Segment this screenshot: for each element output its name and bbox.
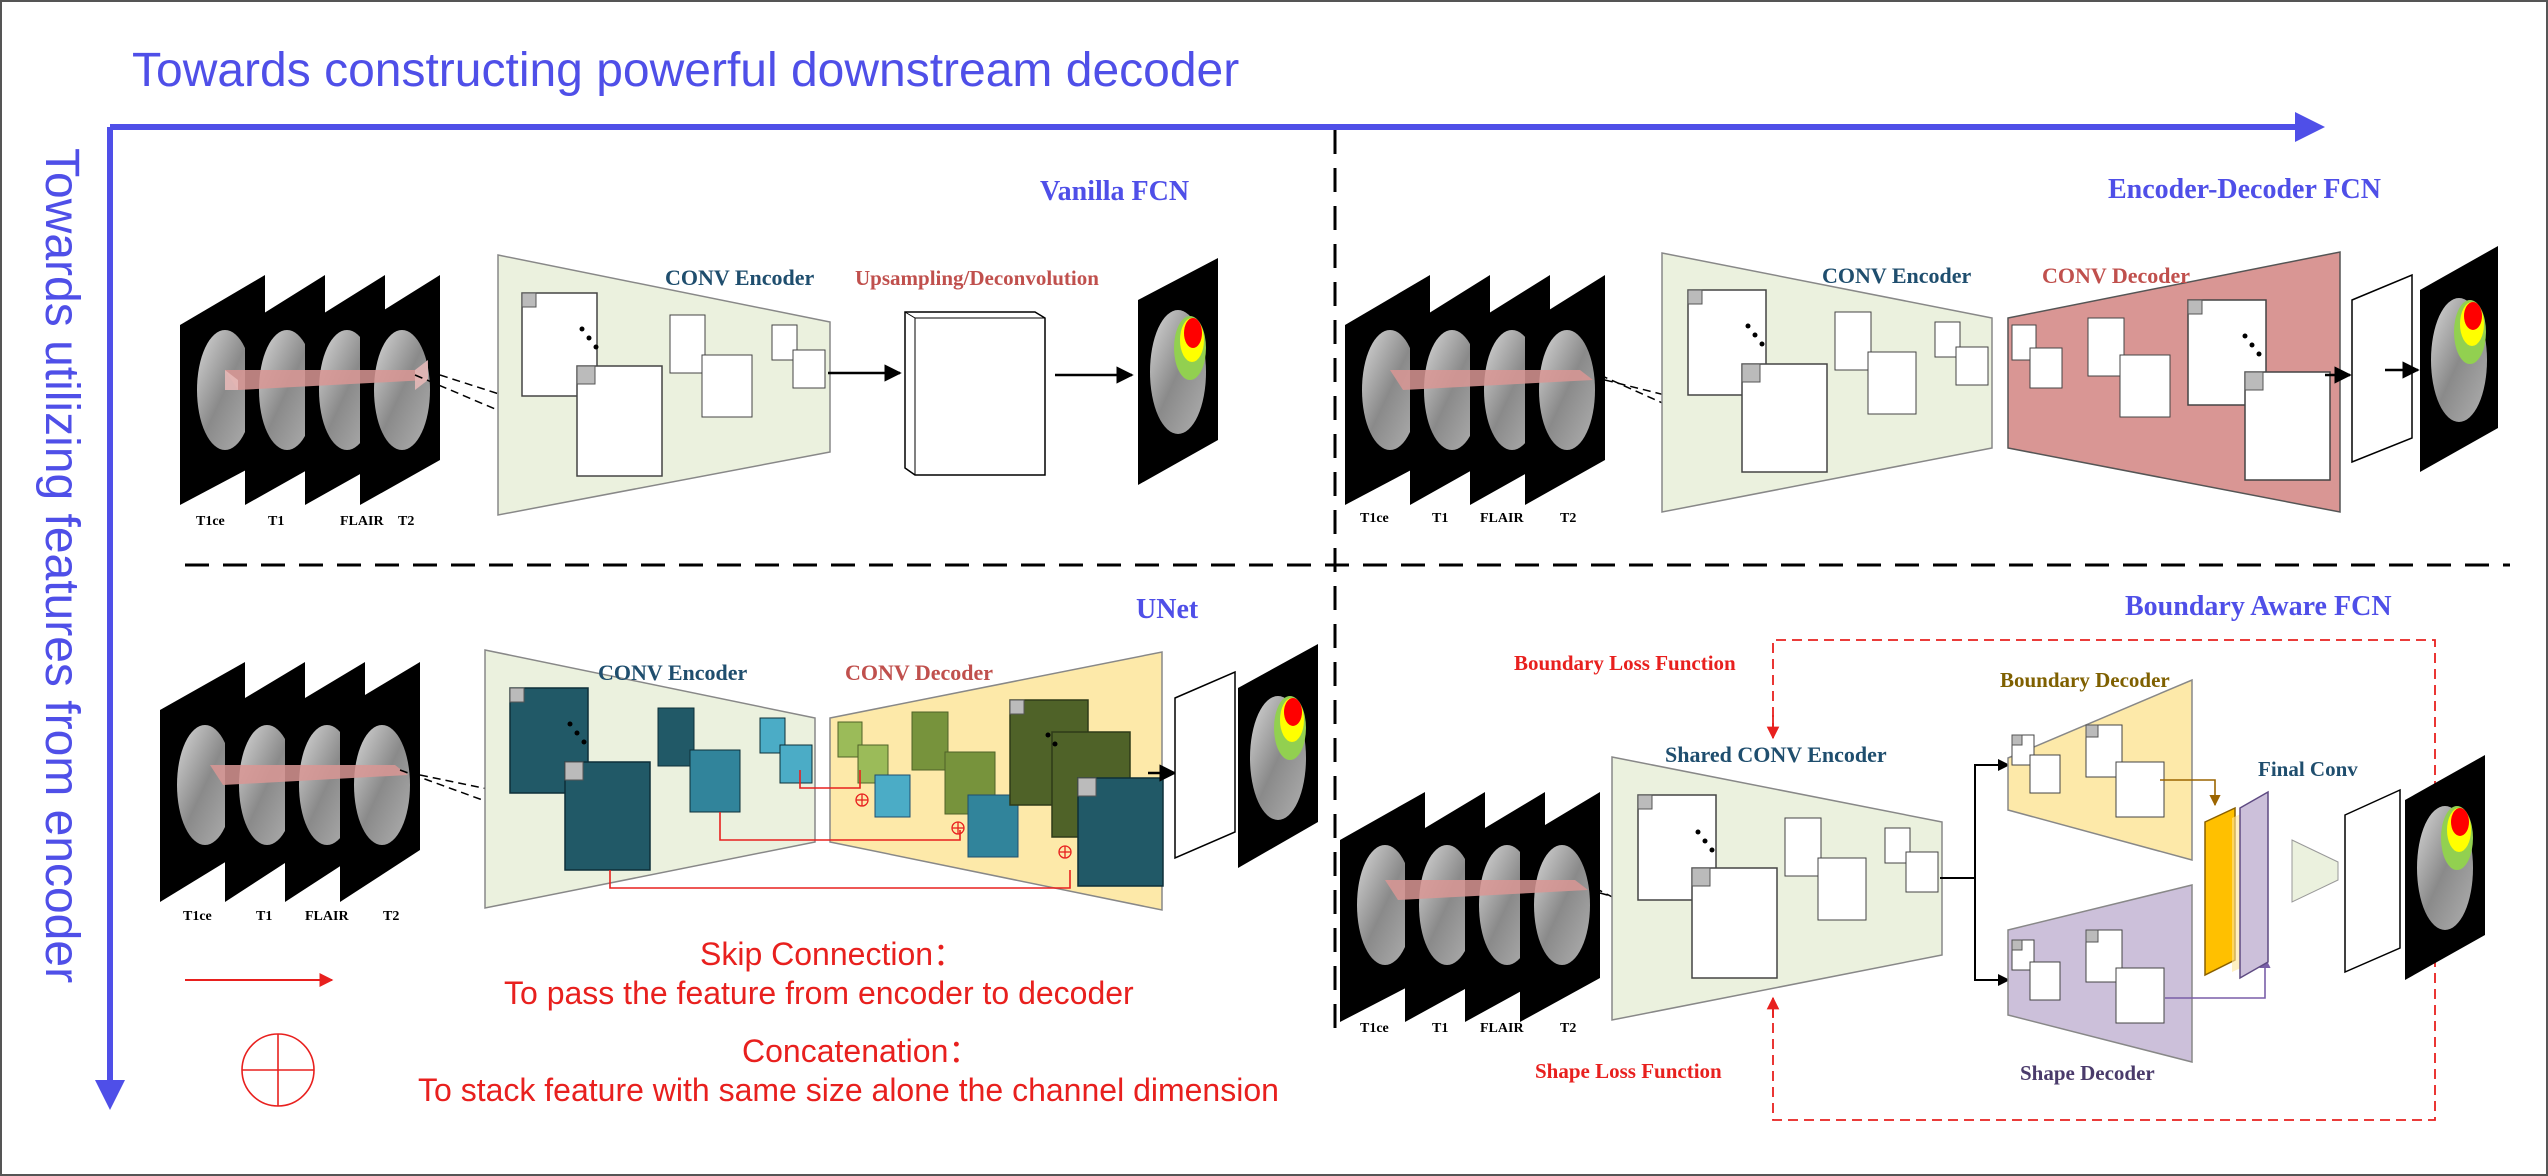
shape-decoder-label: Shape Decoder bbox=[2020, 1061, 2155, 1085]
segmentation-output bbox=[1238, 644, 1318, 868]
upsampling-block bbox=[904, 311, 1046, 476]
upsampling-label: Upsampling/Deconvolution bbox=[855, 266, 1099, 290]
modality-label: T2 bbox=[383, 909, 399, 924]
conv-encoder-block bbox=[484, 649, 816, 909]
modality-label: T1ce bbox=[1360, 511, 1389, 526]
boundary-loss-label: Boundary Loss Function bbox=[1514, 651, 1736, 675]
output-layer bbox=[2351, 273, 2413, 464]
shared-encoder-block bbox=[1611, 756, 1943, 1021]
skip-connections bbox=[609, 770, 1071, 889]
skip-title: Skip Connection： bbox=[700, 936, 965, 972]
panel-title-encdec: Encoder-Decoder FCN bbox=[2108, 174, 2381, 205]
boundary-decoder-block bbox=[2007, 678, 2193, 861]
decoder-label: CONV Decoder bbox=[845, 660, 993, 685]
concat-symbol bbox=[951, 821, 965, 835]
modality-label: T1 bbox=[1432, 1021, 1448, 1036]
mri-stack bbox=[1345, 275, 1605, 505]
panel-encoder-decoder-fcn: Encoder-Decoder FCN T1ce T1 FLAIR T2 bbox=[1345, 174, 2498, 526]
y-axis-arrow bbox=[95, 127, 125, 1110]
conv-decoder-block bbox=[829, 651, 1164, 911]
output-layer bbox=[1174, 670, 1236, 860]
concat-symbol bbox=[1058, 845, 1072, 859]
concat-legend-symbol bbox=[241, 1033, 315, 1107]
final-conv-label: Final Conv bbox=[2258, 757, 2358, 781]
segmentation-output bbox=[1138, 258, 1218, 485]
modality-label: FLAIR bbox=[1480, 511, 1524, 526]
mri-stack bbox=[180, 275, 440, 505]
panel-title-boundary: Boundary Aware FCN bbox=[2125, 591, 2392, 622]
output-layer bbox=[2344, 788, 2401, 974]
modality-label: T2 bbox=[1560, 511, 1576, 526]
shape-loss-label: Shape Loss Function bbox=[1535, 1059, 1722, 1083]
modality-label: FLAIR bbox=[305, 909, 349, 924]
conv-encoder-block bbox=[497, 254, 831, 516]
panel-vanilla-fcn: Vanilla FCN T1ce T1 FLAIR T2 bbox=[180, 176, 1218, 529]
panel-title-unet: UNet bbox=[1136, 594, 1199, 625]
concat-description: To stack feature with same size alone th… bbox=[418, 1072, 1279, 1108]
split-connector bbox=[1940, 764, 1998, 981]
panel-title-vanilla: Vanilla FCN bbox=[1040, 176, 1189, 207]
x-axis-title: Towards constructing powerful downstream… bbox=[132, 44, 1239, 97]
skip-description: To pass the feature from encoder to deco… bbox=[504, 975, 1134, 1011]
mri-stack bbox=[1340, 792, 1600, 1022]
panel-unet: UNet T1ce T1 FLAIR T2 bbox=[160, 594, 1318, 924]
final-conv-projection bbox=[2291, 839, 2339, 903]
modality-label: T1ce bbox=[183, 909, 212, 924]
segmentation-output bbox=[2420, 246, 2498, 472]
mri-stack bbox=[160, 662, 420, 902]
legend: Skip Connection： To pass the feature fro… bbox=[185, 936, 1279, 1108]
modality-label: T1 bbox=[1432, 511, 1448, 526]
modality-label: T2 bbox=[398, 514, 414, 529]
modality-label: T1 bbox=[268, 514, 284, 529]
segmentation-output bbox=[2405, 755, 2485, 980]
conv-decoder-block bbox=[2007, 251, 2341, 513]
shape-decoder-block bbox=[2007, 884, 2193, 1063]
concat-title: Concatenation： bbox=[742, 1033, 980, 1069]
modality-label: T1 bbox=[256, 909, 272, 924]
x-axis-arrow bbox=[110, 112, 2325, 142]
modality-label: T1ce bbox=[1360, 1021, 1389, 1036]
final-conv-block bbox=[2204, 790, 2269, 980]
y-axis-title: Towards utilizing features from encoder bbox=[35, 148, 88, 983]
modality-label: FLAIR bbox=[1480, 1021, 1524, 1036]
boundary-decoder-label: Boundary Decoder bbox=[2000, 668, 2170, 692]
encoder-label: CONV Encoder bbox=[1822, 263, 1972, 288]
modality-label: FLAIR bbox=[340, 514, 384, 529]
encoder-label: CONV Encoder bbox=[598, 660, 748, 685]
concat-symbol bbox=[855, 793, 869, 807]
shared-encoder-label: Shared CONV Encoder bbox=[1665, 742, 1887, 767]
panel-boundary-aware-fcn: Boundary Aware FCN Boundary Loss Functio… bbox=[1340, 591, 2485, 1121]
modality-label: T2 bbox=[1560, 1021, 1576, 1036]
modality-label: T1ce bbox=[196, 514, 225, 529]
conv-encoder-block bbox=[1661, 252, 1993, 513]
decoder-label: CONV Decoder bbox=[2042, 263, 2190, 288]
encoder-label: CONV Encoder bbox=[665, 265, 815, 290]
decoder-to-final-connectors bbox=[2160, 779, 2271, 999]
